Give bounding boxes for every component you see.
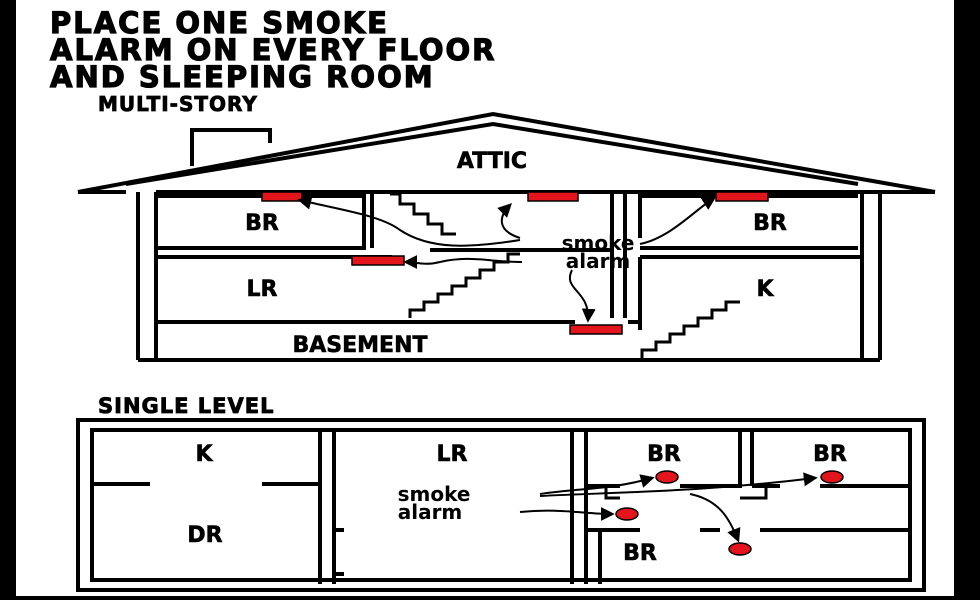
smoke-alarm-hall-single	[615, 507, 639, 521]
room-label-br1-single: BR	[647, 442, 681, 467]
br-left-room	[156, 194, 366, 250]
room-label-br-right: BR	[753, 211, 787, 236]
plan-inner-wall	[90, 428, 912, 582]
room-label-basement: BASEMENT	[292, 333, 427, 358]
room-label-br2-single: BR	[813, 442, 847, 467]
leader-hall	[497, 203, 521, 239]
callout-smoke-single: smoke	[398, 482, 471, 506]
smoke-alarm-br2	[820, 470, 844, 484]
roof-inner	[125, 121, 859, 186]
room-label-attic: ATTIC	[457, 149, 527, 174]
leader-br3	[689, 493, 741, 543]
leader-br-left	[297, 195, 521, 247]
smoke-alarm-hall	[527, 191, 579, 202]
leader-br1	[539, 474, 655, 495]
room-label-br3-single: BR	[623, 541, 657, 566]
stairs-lower	[640, 300, 740, 358]
callout-smoke: smoke	[562, 231, 635, 255]
closet-nub-2	[740, 486, 768, 500]
headline-line-2: ALARM ON EVERY FLOOR	[49, 33, 497, 67]
stairs-middle	[408, 252, 520, 318]
room-label-br-left: BR	[245, 211, 279, 236]
single-level-leaders	[519, 472, 818, 543]
multi-story-alarms	[261, 191, 769, 335]
room-label-lr: LR	[247, 277, 278, 302]
single-level-alarms	[615, 470, 844, 556]
plan-outer-wall	[76, 418, 926, 592]
lr-door-gap	[334, 528, 344, 576]
headline: PLACE ONE SMOKE ALARM ON EVERY FLOOR AND…	[49, 6, 930, 94]
leader-hall-single	[519, 506, 615, 521]
leader-basement	[568, 269, 596, 323]
room-label-k: K	[756, 277, 774, 302]
smoke-alarm-basement	[569, 324, 623, 335]
smoke-alarm-br-left	[261, 191, 303, 202]
single-level-plan	[76, 418, 926, 592]
roof-outer	[77, 111, 936, 194]
room-label-dr-single: DR	[187, 523, 222, 548]
leader-br2	[539, 472, 818, 497]
smoke-alarm-lr	[351, 255, 405, 266]
leader-lr	[403, 255, 523, 270]
poster-panel	[16, 0, 954, 596]
room-label-k-single: K	[195, 442, 213, 467]
room-label-lr-single: LR	[437, 442, 468, 467]
smoke-alarm-br1	[655, 470, 679, 484]
single-level-heading: SINGLE LEVEL	[98, 394, 275, 419]
callout-alarm: alarm	[566, 249, 631, 273]
smoke-alarm-br-right	[715, 191, 769, 202]
leader-br-right	[639, 196, 717, 245]
multi-story-heading: MULTI-STORY	[98, 92, 258, 117]
closet-nub-1	[604, 486, 620, 500]
chimney	[190, 128, 272, 166]
smoke-alarm-br3	[728, 542, 752, 556]
stairs-upper	[390, 192, 456, 236]
headline-line-3: AND SLEEPING ROOM	[49, 60, 435, 94]
callout-alarm-single: alarm	[398, 500, 463, 524]
multi-story-leaders	[297, 195, 717, 323]
headline-line-1: PLACE ONE SMOKE	[49, 6, 389, 40]
br-right-room	[640, 194, 858, 250]
